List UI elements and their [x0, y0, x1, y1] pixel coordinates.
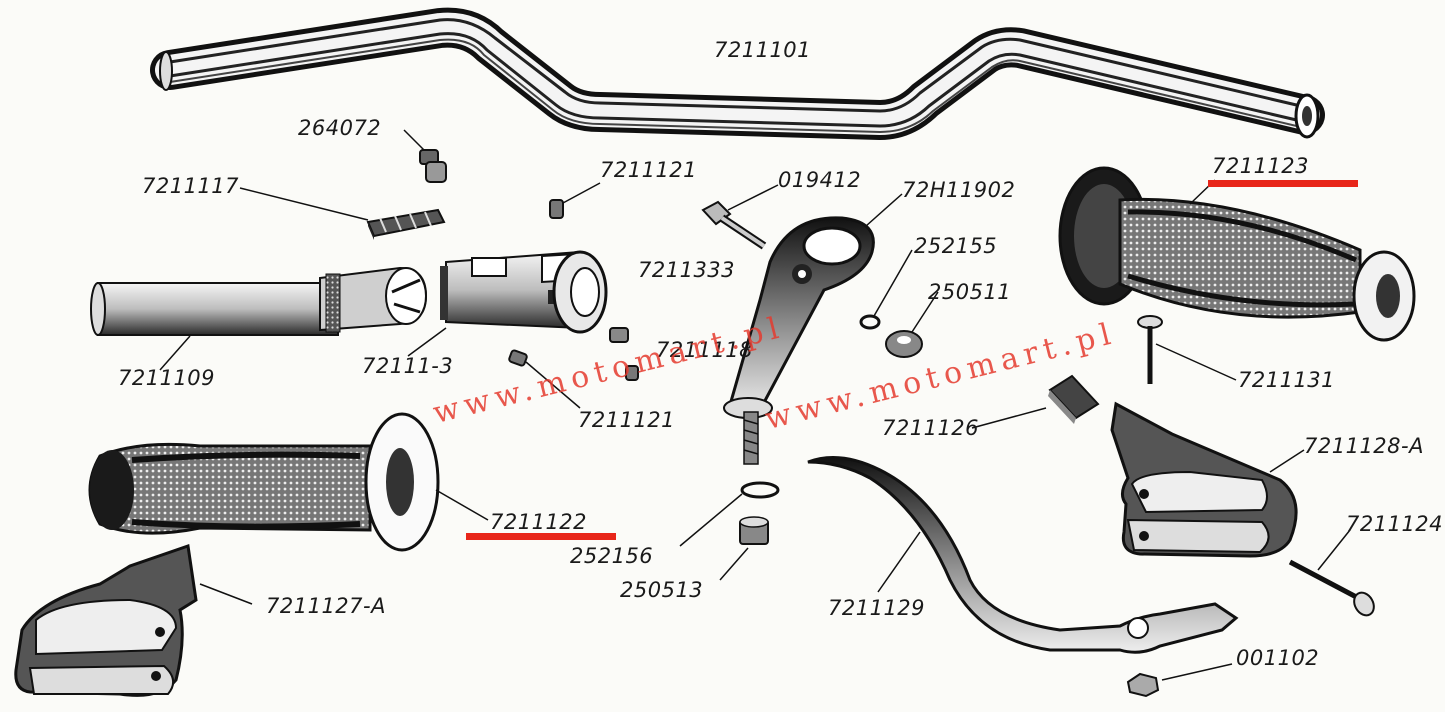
label-250513: 250513 [620, 578, 704, 602]
block-7211117 [239, 187, 446, 240]
housing-72111-3 [407, 250, 608, 357]
wedge-7211126 [971, 374, 1100, 429]
label-7211101: 7211101 [714, 38, 812, 62]
label-7211131: 7211131 [1238, 368, 1336, 392]
nut-250513 [719, 516, 769, 581]
label-7211121-bottom: 7211121 [578, 408, 676, 432]
grip-7211123 [1058, 166, 1416, 342]
screw-7211118 [625, 365, 639, 381]
label-7211127-A: 7211127-A [266, 594, 386, 618]
label-7211128-A: 7211128-A [1304, 434, 1424, 458]
highlight-underline-7211122 [466, 533, 616, 540]
nut-7211333 [609, 327, 629, 343]
label-7211333: 7211333 [638, 258, 736, 282]
washer-252156 [679, 481, 780, 547]
label-7211118: 7211118 [656, 338, 754, 362]
handlebar-7211101 [150, 7, 1325, 140]
label-7211117: 7211117 [142, 174, 240, 198]
bolt-019412 [701, 184, 779, 250]
label-72111-3: 72111-3 [362, 354, 454, 378]
lever-mount-72H11902 [723, 193, 903, 465]
bracket-7211127-A [14, 543, 253, 697]
label-7211126: 7211126 [882, 416, 980, 440]
nut-250511 [885, 291, 939, 358]
grip-7211122 [88, 412, 489, 552]
label-7211121-top: 7211121 [600, 158, 698, 182]
label-264072: 264072 [298, 116, 382, 140]
label-250511: 250511 [928, 280, 1012, 304]
label-7211123: 7211123 [1212, 154, 1310, 178]
setscrew-7211121-top [549, 182, 601, 219]
pin-7211131 [1137, 315, 1237, 384]
screw-264072 [403, 129, 447, 183]
label-7211129: 7211129 [828, 596, 926, 620]
label-72H11902: 72H11902 [902, 178, 1016, 202]
lever-7211129 [807, 456, 1239, 654]
setscrew-7211121-bottom [508, 349, 581, 409]
label-252156: 252156 [570, 544, 654, 568]
washer-252155 [859, 249, 913, 330]
label-252155: 252155 [914, 234, 998, 258]
label-7211124: 7211124 [1346, 512, 1444, 536]
label-019412: 019412 [778, 168, 862, 192]
screw-7211124 [1288, 529, 1375, 617]
highlight-underline-7211123 [1208, 180, 1358, 187]
label-001102: 001102 [1236, 646, 1320, 670]
label-7211122: 7211122 [490, 510, 588, 534]
label-7211109: 7211109 [118, 366, 216, 390]
bracket-7211128-A [1110, 401, 1305, 558]
throttle-tube-7211109 [90, 266, 428, 371]
nut-001102 [1126, 663, 1233, 698]
